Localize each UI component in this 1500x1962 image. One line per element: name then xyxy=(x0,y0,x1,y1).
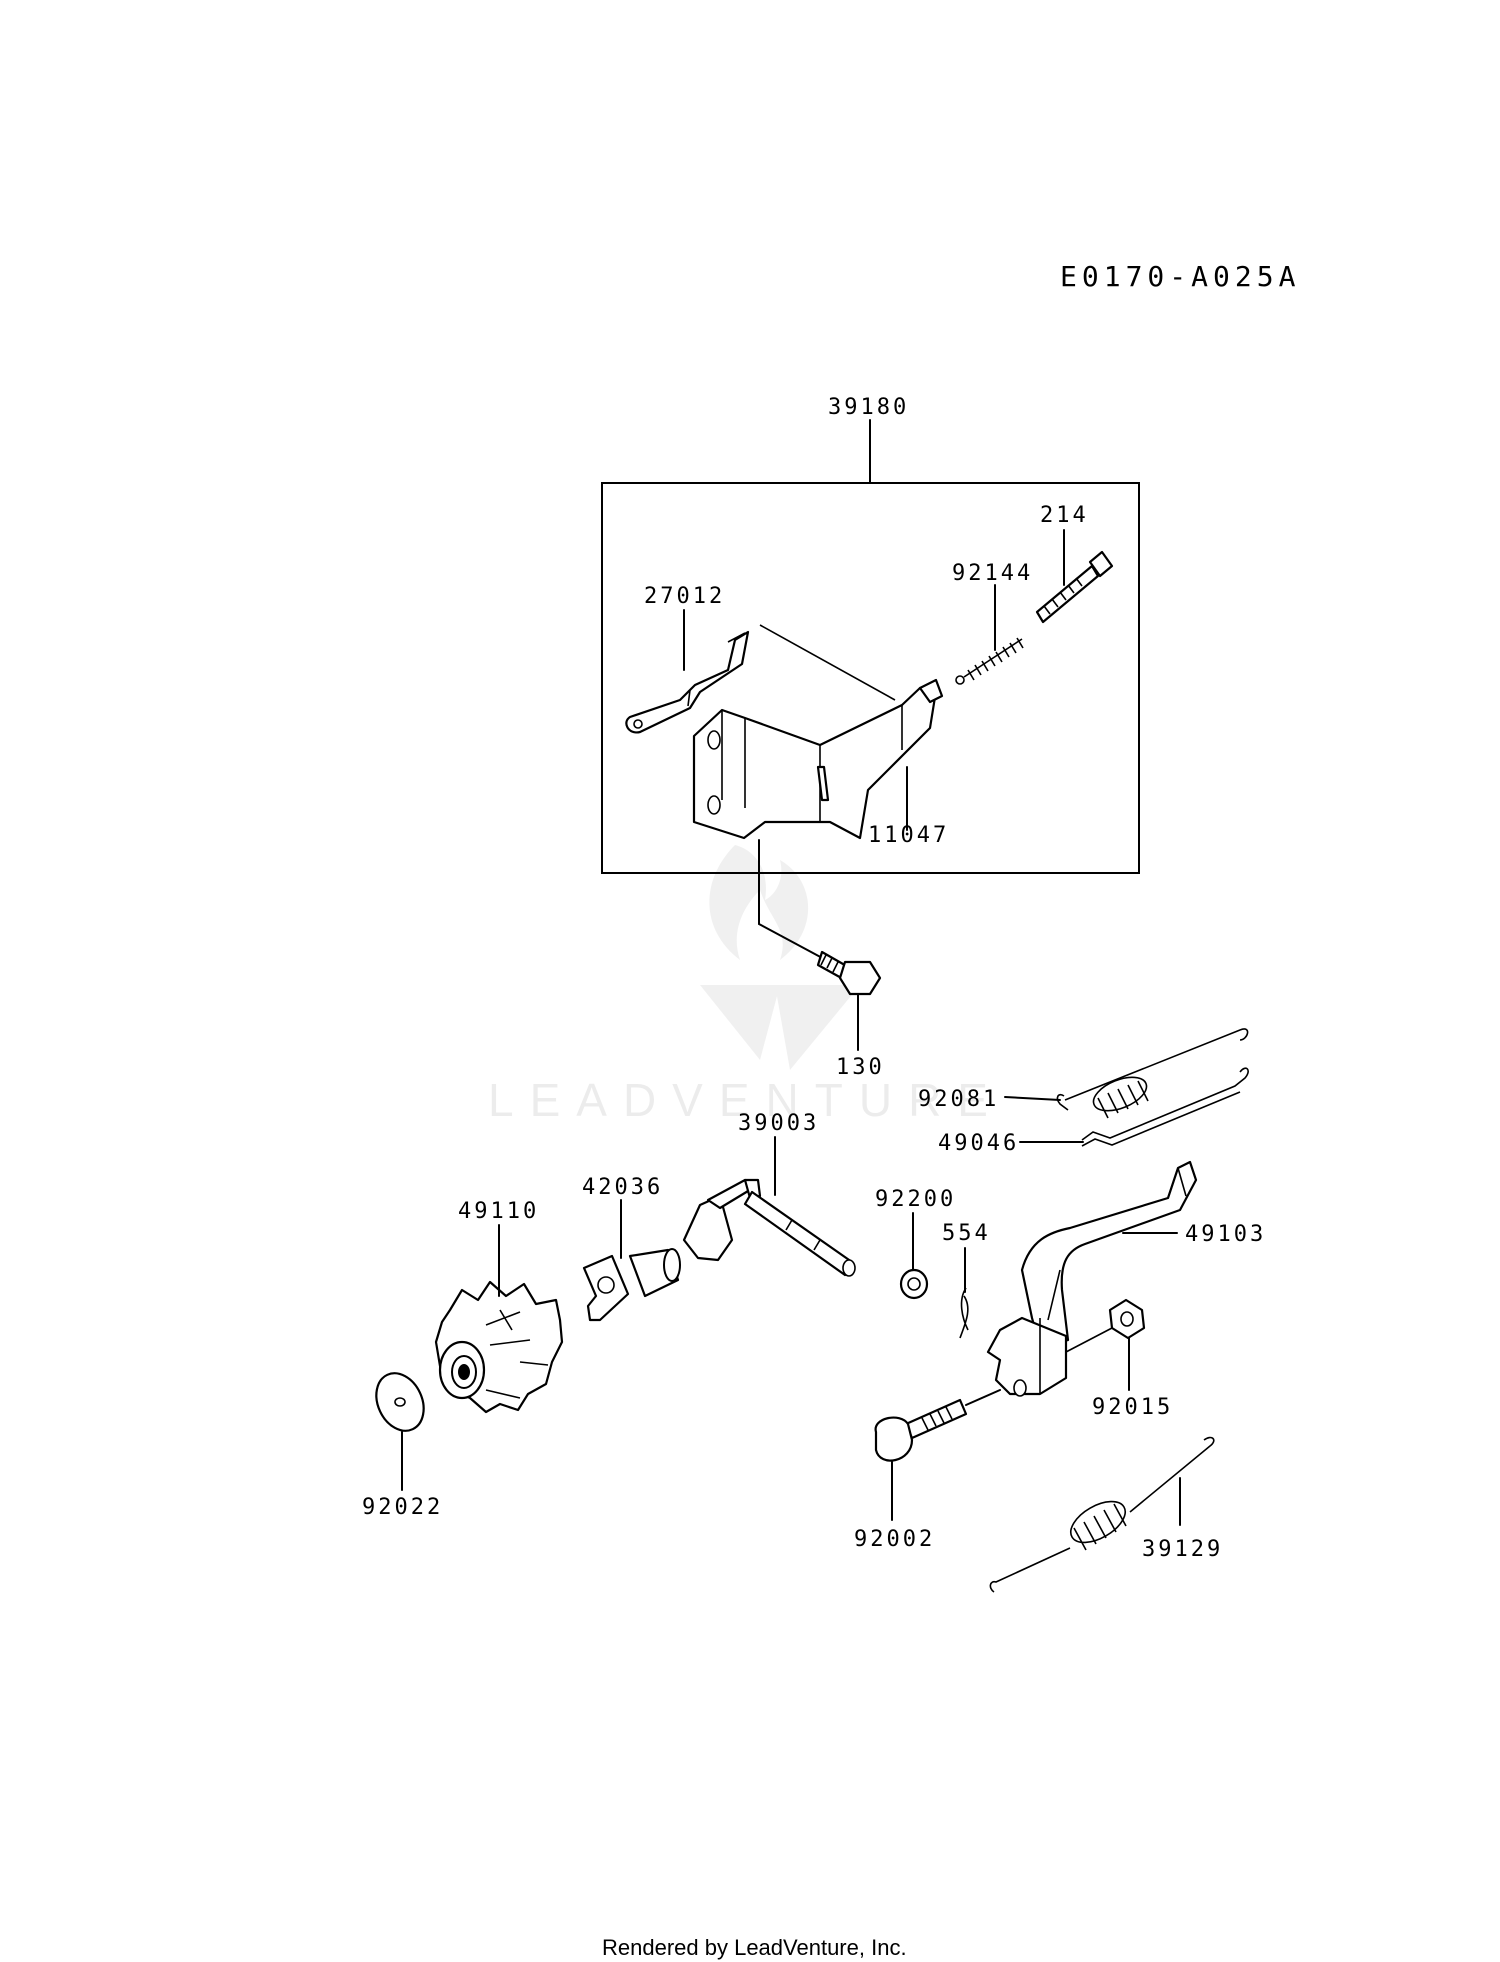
leader-bracket-to-130 xyxy=(758,839,827,961)
label-49046: 49046 xyxy=(938,1131,1019,1156)
footer-credit: Rendered by LeadVenture, Inc. xyxy=(602,1935,907,1960)
part-92022-washer xyxy=(375,1372,425,1432)
label-39180: 39180 xyxy=(828,395,909,420)
label-92081: 92081 xyxy=(918,1087,999,1112)
label-39003: 39003 xyxy=(738,1111,819,1136)
axis-49103-92015 xyxy=(1065,1327,1113,1353)
watermark: LEADVENTURE xyxy=(488,845,1004,1126)
label-92200: 92200 xyxy=(875,1187,956,1212)
assembly-39180-box xyxy=(601,482,1140,874)
label-49110: 49110 xyxy=(458,1199,539,1224)
label-27012: 27012 xyxy=(644,584,725,609)
axis-92002 xyxy=(965,1389,1001,1406)
label-92002: 92002 xyxy=(854,1527,935,1552)
part-49103-lever-arm xyxy=(986,1160,1198,1397)
part-554-pin xyxy=(959,1287,969,1339)
part-214-bolt xyxy=(1035,550,1114,624)
part-92144-spring xyxy=(955,637,1024,685)
label-92144: 92144 xyxy=(952,561,1033,586)
part-92200-washer xyxy=(899,1268,929,1300)
part-11047-bracket xyxy=(692,678,944,840)
watermark-text: LEADVENTURE xyxy=(488,1074,1004,1126)
part-27012-plate xyxy=(625,630,750,734)
part-130-bolt xyxy=(816,950,882,996)
part-92015-nut xyxy=(1108,1298,1146,1340)
part-39129-spring xyxy=(989,1436,1215,1593)
label-11047: 11047 xyxy=(868,823,949,848)
part-49110-gear xyxy=(434,1280,564,1414)
label-92015: 92015 xyxy=(1092,1395,1173,1420)
watermark-logo-mark xyxy=(700,985,860,1070)
label-554: 554 xyxy=(942,1221,991,1246)
label-49103: 49103 xyxy=(1185,1222,1266,1247)
part-39003-lever-shaft xyxy=(682,1178,856,1277)
label-92022: 92022 xyxy=(362,1495,443,1520)
part-42036-bushing xyxy=(582,1248,681,1322)
leader-27012-to-11047 xyxy=(759,624,896,701)
part-92081-spring xyxy=(1056,1028,1249,1119)
part-49046-rod xyxy=(1081,1067,1249,1147)
part-92002-pivot-bolt xyxy=(874,1398,968,1462)
label-130: 130 xyxy=(836,1055,885,1080)
label-42036: 42036 xyxy=(582,1175,663,1200)
leader-92081 xyxy=(1004,1096,1061,1101)
diagram-code: E0170-A025A xyxy=(1060,260,1300,293)
label-214: 214 xyxy=(1040,503,1089,528)
label-39129: 39129 xyxy=(1142,1537,1223,1562)
